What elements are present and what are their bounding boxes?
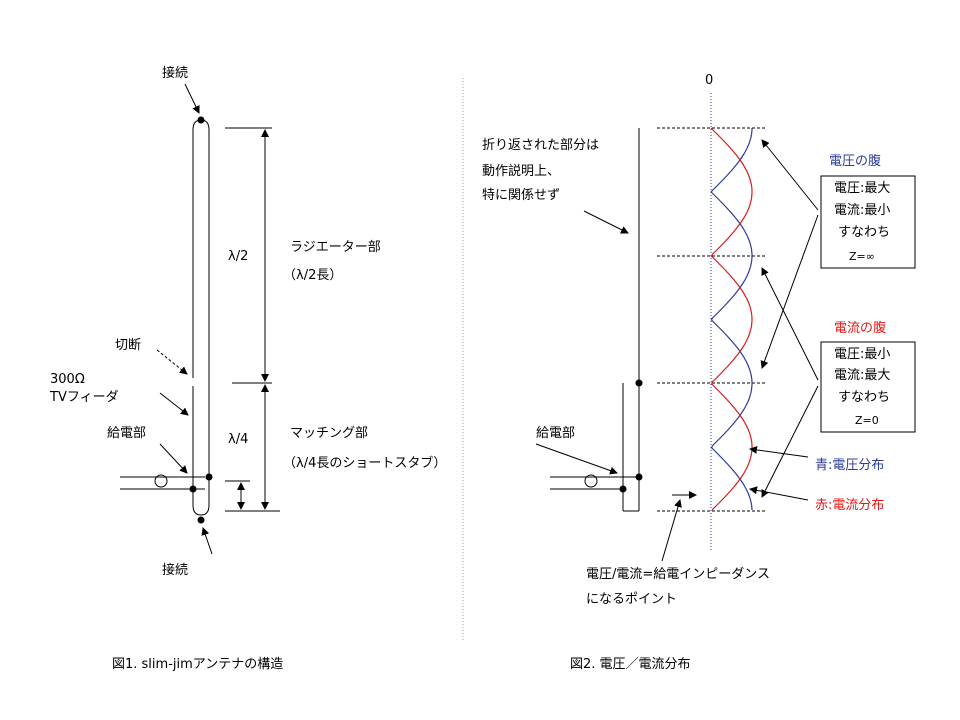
feed-point-label: 給電部 [107, 426, 146, 441]
connect-bottom-label: 接続 [162, 562, 188, 578]
current-box-line-3: すなわち [838, 390, 890, 405]
current-box-line-2: 電流:最大 [834, 368, 890, 383]
folded-note-3: 特に関係せず [482, 188, 560, 203]
connect-top-label: 接続 [162, 65, 188, 81]
voltage-box-line-4: Z=∞ [849, 250, 875, 263]
antenna-element [622, 128, 640, 512]
voltage-box-line-3: すなわち [838, 225, 890, 240]
legend-voltage: 青:電圧分布 [815, 458, 884, 473]
feed-note-1: 電圧/電流=給電インピーダンス [586, 567, 770, 582]
reference-lines [657, 127, 765, 512]
radiator-label-1: ラジエーター部 [290, 240, 381, 255]
quarter-wave-label: λ/4 [228, 432, 248, 447]
voltage-distribution-curve [710, 128, 753, 511]
antenna-outline [192, 119, 210, 516]
cut-label: 切断 [115, 338, 141, 353]
connection-dots-2 [619, 379, 643, 493]
figure-1: 接続 接続 切断 300Ω TVフィーダ 給電部 λ/2 λ/4 ラジエーター部… [49, 65, 446, 672]
half-wave-label: λ/2 [228, 249, 248, 264]
dimension-lines [225, 127, 280, 512]
connection-dots [189, 116, 213, 524]
feeder-label-2: TVフィーダ [49, 390, 119, 405]
feed-note-2: になるポイント [586, 592, 677, 607]
voltage-antinode-title: 電圧の腹 [829, 153, 881, 169]
folded-note-2: 動作説明上、 [482, 163, 560, 179]
figure-2: 0 折り返された部分は 動作説明上、 特に関係せず 電圧の腹 電圧:最大 電流:… [482, 73, 916, 672]
current-box-line-1: 電圧:最小 [834, 347, 890, 362]
legend-current: 赤:電流分布 [815, 498, 884, 513]
feeder-lines-2 [550, 474, 639, 490]
current-antinode-box [820, 341, 916, 433]
voltage-box-line-2: 電流:最小 [834, 203, 890, 218]
radiator-label-2: （λ/2長） [283, 268, 342, 283]
pointer-arrows-2 [535, 139, 819, 562]
feeder-label-1: 300Ω [50, 372, 85, 387]
voltage-box-line-1: 電圧:最大 [834, 181, 890, 196]
figure-2-caption: 図2. 電圧／電流分布 [570, 657, 691, 672]
zero-label: 0 [705, 73, 713, 88]
figure-1-caption: 図1. slim-jimアンテナの構造 [112, 657, 283, 672]
current-antinode-title: 電流の腹 [834, 320, 886, 336]
pointer-arrows [156, 83, 213, 555]
feed-point-label-2: 給電部 [536, 426, 575, 441]
matching-label-2: （λ/4長のショートスタブ） [283, 455, 446, 471]
matching-label-1: マッチング部 [290, 426, 368, 441]
current-box-line-4: Z=0 [855, 414, 879, 427]
voltage-antinode-box [820, 175, 916, 269]
folded-note-1: 折り返された部分は [482, 138, 599, 153]
